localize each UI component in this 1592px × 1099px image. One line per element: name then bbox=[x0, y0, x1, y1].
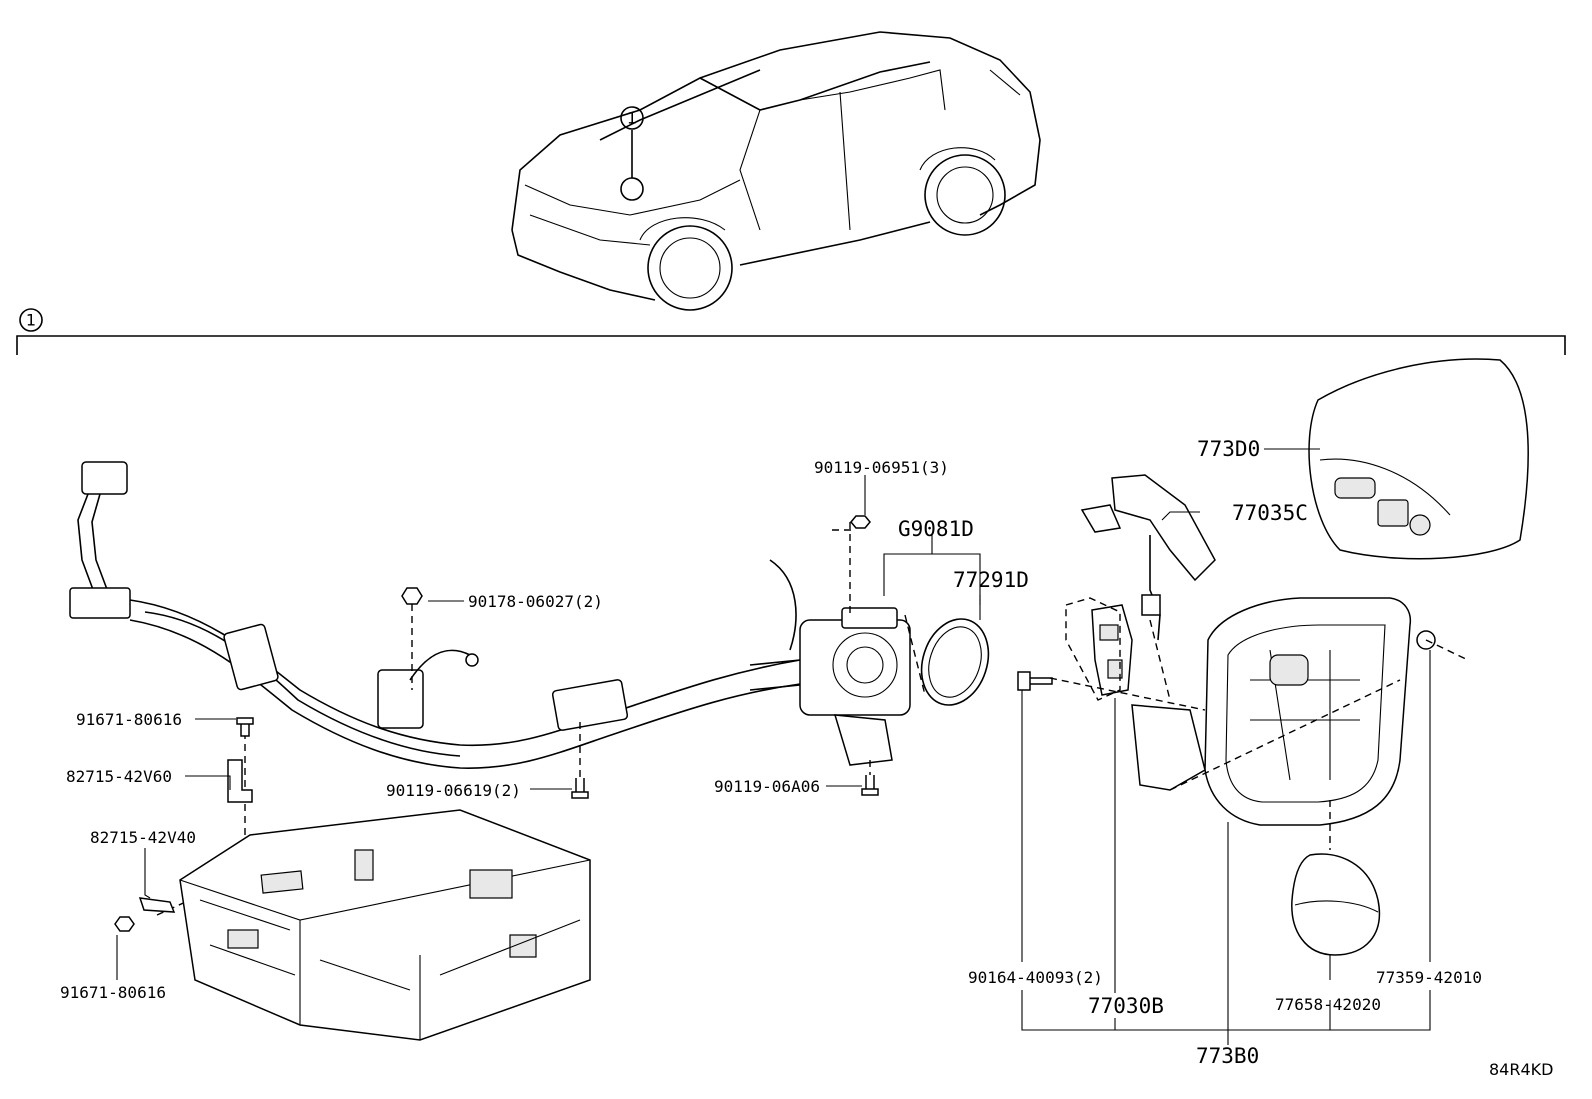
charge-port-assembly bbox=[1049, 358, 1529, 956]
section-bracket: 1 bbox=[16, 308, 1566, 355]
bolt-90119-06A06-icon bbox=[861, 775, 879, 796]
label-91671-80616-bottom[interactable]: 91671-80616 bbox=[60, 983, 166, 1002]
section-callout-number: 1 bbox=[26, 311, 36, 330]
leader-lines bbox=[116, 448, 1431, 1045]
label-82715-42V40[interactable]: 82715-42V40 bbox=[90, 828, 196, 847]
ring-seal-77291D bbox=[920, 618, 990, 706]
control-unit bbox=[179, 809, 591, 1041]
label-91671-80616-top[interactable]: 91671-80616 bbox=[76, 710, 182, 729]
label-90178-06027[interactable]: 90178-06027(2) bbox=[468, 592, 603, 611]
bracket-82715-42V40 bbox=[138, 897, 176, 913]
bolt-91671-bottom-icon bbox=[114, 916, 135, 932]
bolt-91671-top-icon bbox=[236, 717, 254, 737]
label-90119-06951[interactable]: 90119-06951(3) bbox=[814, 458, 949, 477]
bolt-90119-06619-icon bbox=[571, 778, 589, 799]
label-77359-42010[interactable]: 77359-42010 bbox=[1376, 968, 1482, 987]
label-77035C[interactable]: 77035C bbox=[1232, 501, 1308, 525]
label-77030B[interactable]: 77030B bbox=[1088, 994, 1164, 1018]
bolt-90164-icon bbox=[1017, 671, 1053, 691]
label-77291D[interactable]: 77291D bbox=[953, 568, 1029, 592]
label-773D0[interactable]: 773D0 bbox=[1197, 437, 1260, 461]
label-77658-42020[interactable]: 77658-42020 bbox=[1275, 995, 1381, 1014]
label-773B0[interactable]: 773B0 bbox=[1196, 1044, 1259, 1068]
nut-90178-icon bbox=[401, 587, 423, 605]
label-G9081D[interactable]: G9081D bbox=[898, 517, 974, 541]
label-90164-40093[interactable]: 90164-40093(2) bbox=[968, 968, 1103, 987]
brackets bbox=[138, 759, 253, 913]
charging-harness bbox=[69, 461, 911, 769]
label-90119-06619[interactable]: 90119-06619(2) bbox=[386, 781, 521, 800]
diagram-code: 84R4KD bbox=[1489, 1060, 1553, 1079]
part-labels: 90119-06951(3) G9081D 77291D 90178-06027… bbox=[60, 437, 1482, 1068]
bracket-82715-42V60 bbox=[227, 759, 253, 803]
label-90119-06A06[interactable]: 90119-06A06 bbox=[714, 777, 820, 796]
vehicle-illustration: 1 bbox=[511, 31, 1041, 311]
bolt-90119-06951-icon bbox=[850, 515, 871, 529]
vehicle-callout-number: 1 bbox=[627, 109, 637, 128]
label-82715-42V60[interactable]: 82715-42V60 bbox=[66, 767, 172, 786]
